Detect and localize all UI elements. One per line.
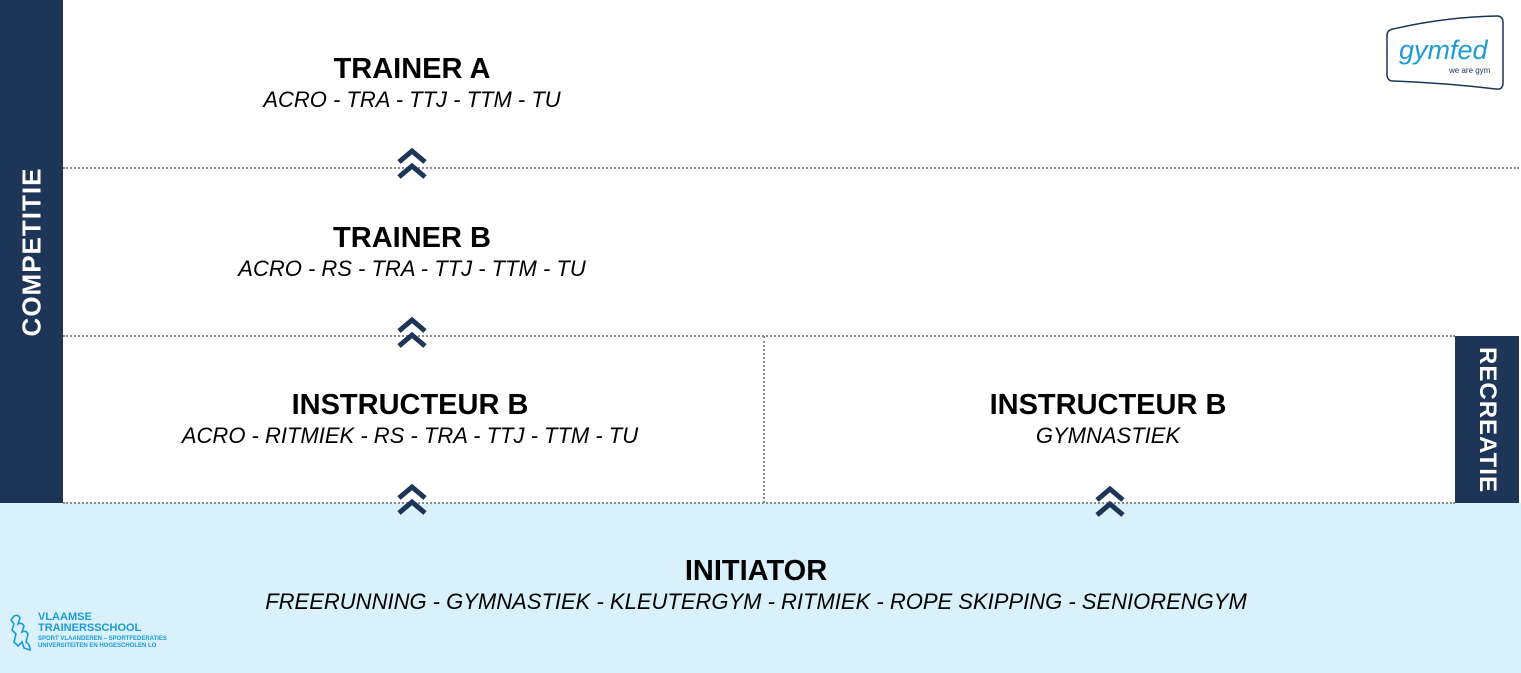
separator-line: [63, 502, 1455, 504]
separator-line: [763, 336, 765, 503]
level-title: INSTRUCTEUR B: [989, 389, 1227, 421]
initiator-band: [0, 503, 1521, 673]
vts-line4: UNIVERSITEITEN EN HOGESCHOLEN LO: [38, 643, 157, 649]
competitie-label: COMPETITIE: [16, 167, 46, 337]
level-trainer-b: TRAINER B ACRO - RS - TRA - TTJ - TTM - …: [238, 221, 585, 283]
vts-subtitle: SPORT VLAANDEREN – SPORTFEDERATIES UNIVE…: [38, 636, 167, 650]
level-title: TRAINER B: [333, 222, 491, 254]
vts-line1: VLAAMSE: [38, 611, 92, 623]
recreatie-label: RECREATIE: [1474, 346, 1501, 493]
chevron-up-icon: [1095, 485, 1125, 517]
level-disciplines: GYMNASTIEK: [1035, 423, 1181, 448]
level-title: INITIATOR: [684, 555, 828, 587]
level-initiator: INITIATOR FREERUNNING - GYMNASTIEK - KLE…: [265, 554, 1247, 616]
level-disciplines: ACRO - TRA - TTJ - TTM - TU: [263, 87, 561, 112]
chevron-up-icon: [397, 483, 427, 515]
gymfed-logo: gymfed we are gym: [1386, 15, 1504, 90]
recreatie-bar: RECREATIE: [1455, 336, 1519, 503]
chevron-up-icon: [397, 316, 427, 348]
separator-line: [63, 335, 1455, 337]
level-title: INSTRUCTEUR B: [291, 389, 529, 421]
lion-icon: [10, 614, 31, 652]
level-title: TRAINER A: [333, 53, 491, 85]
gymfed-tagline: we are gym: [1448, 66, 1491, 75]
level-disciplines: ACRO - RS - TRA - TTJ - TTM - TU: [238, 256, 586, 281]
level-disciplines: ACRO - RITMIEK - RS - TRA - TTJ - TTM - …: [181, 423, 639, 448]
vts-title: VLAAMSE TRAINERSSCHOOL: [38, 612, 141, 634]
level-instructeur-b-competitie: INSTRUCTEUR B ACRO - RITMIEK - RS - TRA …: [182, 388, 638, 450]
competitie-bar: COMPETITIE: [0, 0, 63, 503]
separator-line: [63, 167, 1519, 169]
level-trainer-a: TRAINER A ACRO - TRA - TTJ - TTM - TU: [263, 52, 560, 114]
chevron-up-icon: [397, 147, 427, 179]
gymfed-wordmark: gymfed: [1399, 35, 1489, 65]
level-disciplines: FREERUNNING - GYMNASTIEK - KLEUTERGYM - …: [265, 589, 1247, 614]
level-instructeur-b-recreatie: INSTRUCTEUR B GYMNASTIEK: [990, 388, 1227, 450]
vts-line3: SPORT VLAANDEREN – SPORTFEDERATIES: [38, 636, 167, 642]
vlaamse-trainersschool-logo: VLAAMSE TRAINERSSCHOOL SPORT VLAANDEREN …: [8, 610, 188, 656]
vts-line2: TRAINERSSCHOOL: [38, 622, 142, 634]
